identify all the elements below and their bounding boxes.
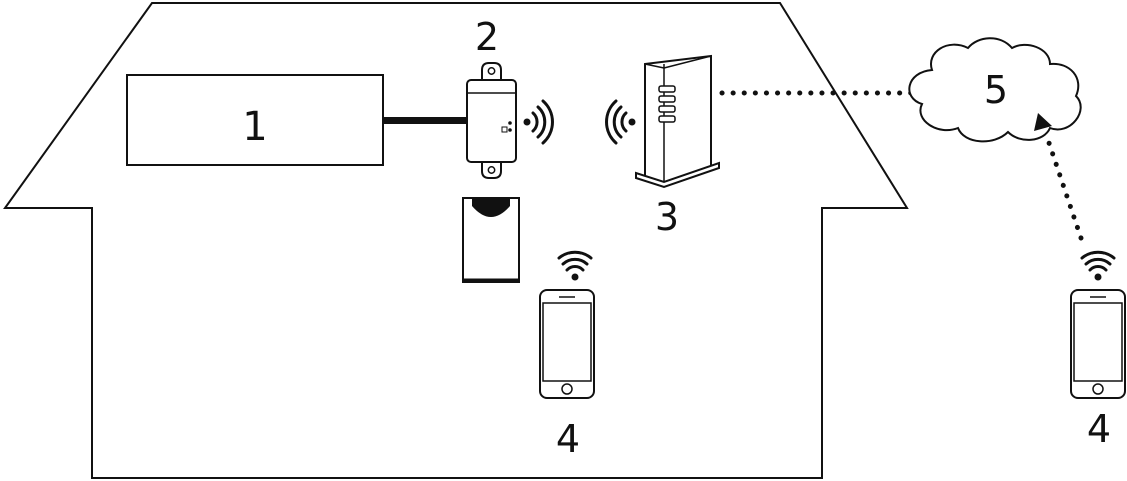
- device-2-label: 2: [475, 15, 499, 59]
- arrow-head: [1034, 113, 1052, 131]
- sensor-box-icon: [462, 197, 520, 283]
- device-1: 1: [126, 74, 384, 166]
- dotted-link-phone-cloud: [1043, 131, 1084, 241]
- wifi-signal-icon: [557, 250, 593, 281]
- house-outline: [3, 1, 909, 479]
- wall-adapter-icon: [466, 62, 517, 179]
- device-1-label: 1: [242, 104, 267, 150]
- device-4-remote-label: 4: [1087, 407, 1111, 451]
- cable: [383, 117, 467, 124]
- smartphone-icon: [1070, 289, 1126, 399]
- wifi-signal-icon: [605, 99, 636, 145]
- device-5-label: 5: [984, 68, 1008, 112]
- wifi-signal-icon: [523, 99, 554, 145]
- wifi-signal-icon: [1080, 250, 1116, 281]
- smartphone-icon: [539, 289, 595, 399]
- device-4-home-label: 4: [556, 417, 580, 461]
- router-icon: [635, 54, 720, 189]
- device-3-label: 3: [655, 195, 679, 239]
